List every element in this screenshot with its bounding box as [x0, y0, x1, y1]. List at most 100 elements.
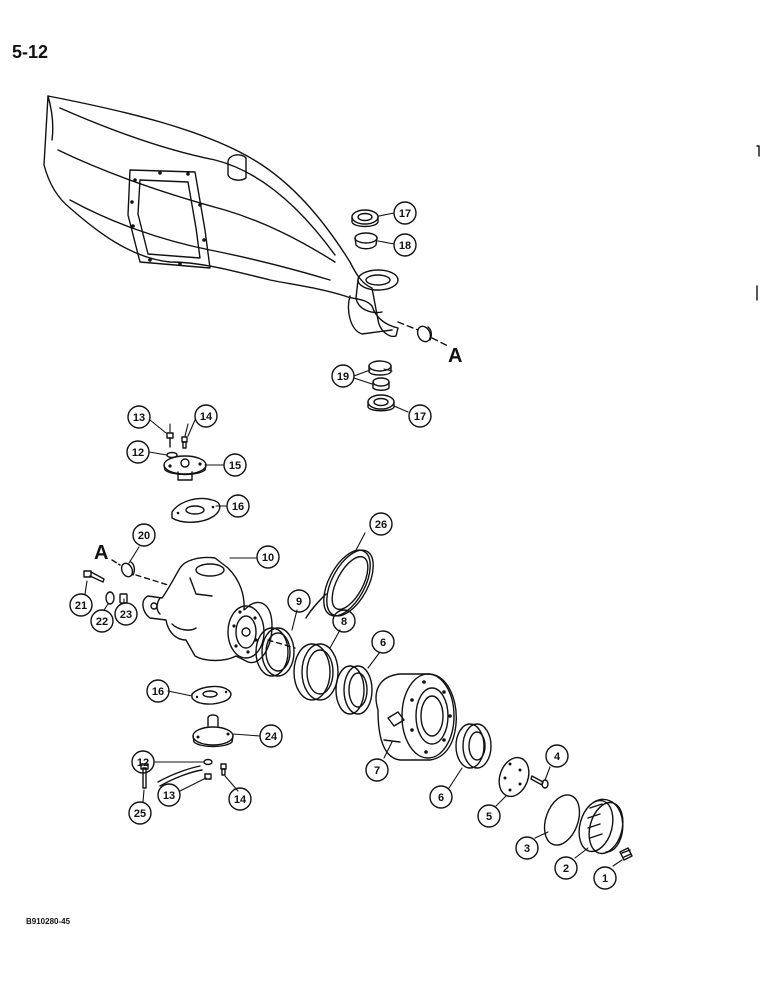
- washer-12-upper: [166, 451, 178, 459]
- callout-3: 3: [515, 836, 539, 860]
- svg-text:24: 24: [265, 731, 278, 743]
- svg-text:21: 21: [75, 600, 87, 612]
- callout-14-bottom: 14: [228, 787, 252, 811]
- callout-4: 4: [545, 744, 569, 768]
- callout-15: 15: [223, 453, 247, 477]
- svg-text:10: 10: [262, 552, 274, 564]
- reference-letter-a-upper: A: [448, 345, 462, 367]
- washer-22: [105, 591, 115, 605]
- steering-knuckle-10: [142, 556, 273, 664]
- svg-text:13: 13: [163, 790, 175, 802]
- bolt-25: [140, 763, 149, 789]
- svg-text:12: 12: [137, 757, 149, 769]
- callout-13-top: 13: [127, 405, 151, 429]
- shim-16-upper: [171, 497, 221, 523]
- callout-17-top: 17: [393, 201, 417, 225]
- hub-cap-2: [578, 798, 624, 855]
- svg-text:17: 17: [414, 411, 426, 423]
- callout-9: 9: [287, 589, 311, 613]
- bolt-13-upper: [166, 432, 174, 448]
- svg-text:25: 25: [134, 808, 146, 820]
- callout-10: 10: [256, 545, 280, 569]
- bushing-20: [120, 561, 136, 578]
- callout-12-top: 12: [126, 440, 150, 464]
- svg-text:19: 19: [337, 371, 349, 383]
- callout-7: 7: [365, 758, 389, 782]
- callout-19: 19: [331, 364, 355, 388]
- reference-letter-a-lower: A: [94, 542, 108, 564]
- callout-18: 18: [393, 233, 417, 257]
- bearing-cup-19: [368, 360, 392, 391]
- callout-8: 8: [332, 609, 356, 633]
- svg-text:6: 6: [380, 637, 386, 649]
- svg-text:5: 5: [486, 811, 492, 823]
- callout-6-top: 6: [371, 630, 395, 654]
- svg-text:26: 26: [375, 519, 387, 531]
- callout-20: 20: [132, 523, 156, 547]
- kingpin-cap-15: [163, 455, 207, 481]
- callout-13-bottom: 13: [157, 783, 181, 807]
- bearing-cup-9: [255, 627, 295, 677]
- bolt-21: [83, 570, 105, 583]
- bearing-cone-18: [354, 232, 378, 250]
- seal-6-inner: [335, 665, 373, 715]
- figure-code: B910280-45: [26, 917, 71, 926]
- svg-text:7: 7: [374, 765, 380, 777]
- callout-14-top: 14: [194, 404, 218, 428]
- callout-12-bottom: 12: [131, 750, 155, 774]
- bearing-8: [293, 643, 339, 701]
- callout-23: 23: [114, 602, 138, 626]
- callout-2: 2: [554, 856, 578, 880]
- svg-text:22: 22: [96, 616, 108, 628]
- wheel-hub-7: [375, 673, 457, 761]
- seal-17-upper: [351, 209, 379, 228]
- svg-text:18: 18: [399, 240, 411, 252]
- callout-5: 5: [477, 804, 501, 828]
- shim-16-lower: [191, 685, 232, 705]
- seal-17-lower: [367, 394, 395, 412]
- svg-text:9: 9: [296, 596, 302, 608]
- washer-12-lower: [203, 758, 213, 766]
- svg-text:13: 13: [133, 412, 145, 424]
- svg-text:14: 14: [200, 411, 213, 423]
- plug-1: [619, 847, 633, 861]
- svg-text:1: 1: [602, 873, 608, 885]
- callout-1: 1: [593, 866, 617, 890]
- callout-21: 21: [69, 593, 93, 617]
- callout-16-bottom: 16: [146, 679, 170, 703]
- svg-text:14: 14: [234, 794, 247, 806]
- svg-text:23: 23: [120, 609, 132, 621]
- seal-26: [323, 549, 374, 617]
- bolt-13-lower: [204, 773, 212, 780]
- svg-text:12: 12: [132, 447, 144, 459]
- svg-text:2: 2: [563, 863, 569, 875]
- svg-text:16: 16: [152, 686, 164, 698]
- grease-fitting-14-upper: [181, 436, 188, 449]
- page-number: 5-12: [12, 42, 49, 62]
- leader-lines: [84, 212, 623, 867]
- callout-25: 25: [128, 801, 152, 825]
- callout-16-top: 16: [226, 494, 250, 518]
- callout-6-bottom: 6: [429, 785, 453, 809]
- bushing: [416, 325, 433, 343]
- svg-text:6: 6: [438, 792, 444, 804]
- svg-text:20: 20: [138, 530, 150, 542]
- svg-text:16: 16: [232, 501, 244, 513]
- axle-housing: [43, 95, 399, 338]
- callout-26: 26: [369, 512, 393, 536]
- o-ring-3: [543, 794, 581, 846]
- svg-text:17: 17: [399, 208, 411, 220]
- svg-text:4: 4: [554, 751, 561, 763]
- svg-text:3: 3: [524, 843, 530, 855]
- callouts: 17 18 19 17 13 14 12 15 16 26 20 10 9: [69, 201, 617, 890]
- kingpin-cap-24: [192, 714, 234, 748]
- grease-fitting-14-lower: [220, 763, 227, 776]
- callout-24: 24: [259, 724, 283, 748]
- cover-plate-5: [498, 756, 530, 798]
- svg-text:15: 15: [229, 460, 241, 472]
- seal-6-outer: [455, 723, 492, 769]
- svg-text:8: 8: [341, 616, 347, 628]
- callout-22: 22: [90, 609, 114, 633]
- callout-17-bottom: 17: [408, 404, 432, 428]
